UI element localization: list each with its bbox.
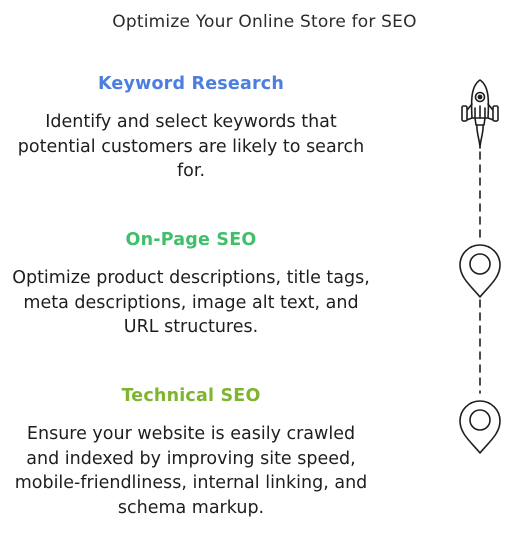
- step-technical-seo: Technical SEO Ensure your website is eas…: [12, 386, 370, 520]
- step-heading: On-Page SEO: [125, 230, 257, 250]
- map-pin-icon: [459, 244, 501, 298]
- rocket-icon: [461, 79, 499, 149]
- step-description: Identify and select keywords that potent…: [17, 112, 365, 181]
- step-heading: Technical SEO: [121, 386, 261, 406]
- step-description: Ensure your website is easily crawled an…: [14, 424, 368, 518]
- map-pin-icon: [459, 400, 501, 454]
- step-description: Optimize product descriptions, title tag…: [12, 268, 370, 337]
- step-on-page-seo: On-Page SEO Optimize product description…: [12, 230, 370, 340]
- diagram-title: Optimize Your Online Store for SEO: [112, 12, 417, 32]
- step-keyword-research: Keyword Research Identify and select key…: [12, 74, 370, 184]
- step-heading: Keyword Research: [97, 74, 285, 94]
